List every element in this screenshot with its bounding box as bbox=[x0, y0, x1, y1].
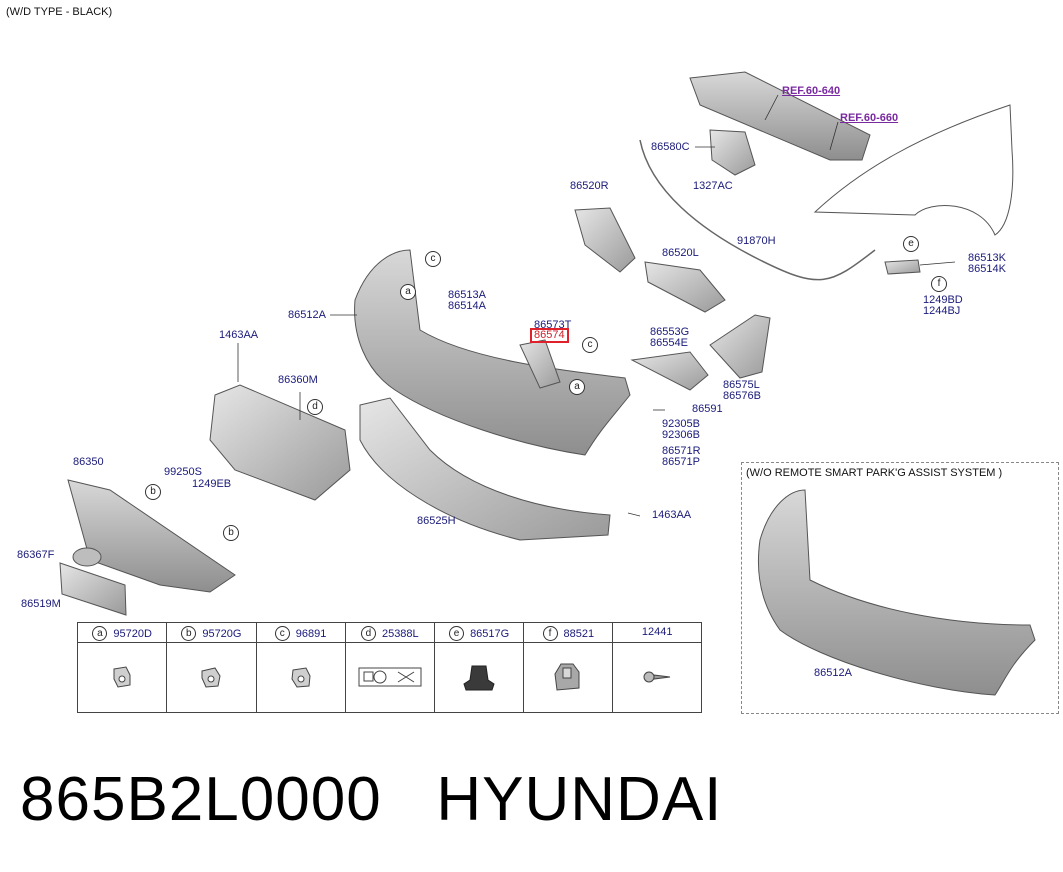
part-label-86512a[interactable]: 86512A bbox=[288, 309, 326, 321]
part-label-92305b[interactable]: 92305B bbox=[662, 418, 700, 430]
part-label-91870h[interactable]: 91870H bbox=[737, 235, 776, 247]
clip-icon bbox=[167, 643, 255, 711]
callout-d: d bbox=[307, 399, 323, 415]
label-sticker-icon bbox=[346, 643, 434, 711]
clip-icon bbox=[78, 643, 166, 711]
alternate-variant-box bbox=[741, 462, 1059, 714]
part-label-92306b[interactable]: 92306B bbox=[662, 429, 700, 441]
part-label-86554e[interactable]: 86554E bbox=[650, 337, 688, 349]
wiring-harness bbox=[639, 139, 876, 281]
callout-c-2: c bbox=[582, 337, 598, 353]
bumper-cover bbox=[354, 249, 631, 456]
part-label-86360m[interactable]: 86360M bbox=[278, 374, 318, 386]
license-bracket bbox=[59, 562, 127, 616]
callout-a-1: a bbox=[400, 284, 416, 300]
callout-c-1: c bbox=[425, 251, 441, 267]
part-label-1249bd[interactable]: 1249BD bbox=[923, 294, 963, 306]
part-label-99250s[interactable]: 99250S bbox=[164, 466, 202, 478]
alt-bumper-cover bbox=[757, 489, 1036, 696]
callout-e: e bbox=[903, 236, 919, 252]
part-label-86571r[interactable]: 86571R bbox=[662, 445, 701, 457]
part-label-86576b[interactable]: 86576B bbox=[723, 390, 761, 402]
cover-86575l bbox=[709, 314, 771, 379]
part-number: 865B2L0000 bbox=[20, 765, 382, 834]
part-label-86525h[interactable]: 86525H bbox=[417, 515, 456, 527]
clip-icon bbox=[257, 643, 345, 711]
molding-86553g bbox=[630, 351, 709, 391]
part-label-1249eb[interactable]: 1249EB bbox=[192, 478, 232, 490]
ref-link-60-640[interactable]: REF.60-640 bbox=[782, 85, 841, 97]
alternate-variant-title: (W/O REMOTE SMART PARK'G ASSIST SYSTEM ) bbox=[746, 467, 1003, 479]
retainer-icon bbox=[435, 643, 523, 711]
bracket-clip-icon bbox=[524, 643, 612, 711]
part-label-86513a[interactable]: 86513A bbox=[448, 289, 486, 301]
bracket-86580c bbox=[709, 129, 756, 176]
emblem bbox=[72, 547, 102, 567]
grille-frame bbox=[209, 384, 351, 501]
callout-b-2: b bbox=[223, 525, 239, 541]
absorber-86520r bbox=[574, 207, 636, 273]
absorber-86520l bbox=[644, 261, 726, 313]
brand-name: HYUNDAI bbox=[436, 765, 723, 834]
part-label-86519m[interactable]: 86519M bbox=[21, 598, 61, 610]
back-beam bbox=[689, 71, 871, 161]
screw-icon bbox=[613, 643, 701, 711]
part-label-86514k[interactable]: 86514K bbox=[968, 263, 1006, 275]
product-caption: 865B2L0000 HYUNDAI bbox=[20, 764, 722, 835]
ref-link-60-660[interactable]: REF.60-660 bbox=[840, 112, 899, 124]
bracket-86513k bbox=[884, 259, 921, 275]
diagram-header: (W/D TYPE - BLACK) bbox=[6, 6, 113, 18]
part-label-1327ac[interactable]: 1327AC bbox=[693, 180, 733, 192]
fender bbox=[813, 104, 1014, 236]
part-label-86514a[interactable]: 86514A bbox=[448, 300, 486, 312]
callout-f: f bbox=[931, 276, 947, 292]
part-label-86350[interactable]: 86350 bbox=[73, 456, 104, 468]
part-label-86571p[interactable]: 86571P bbox=[662, 456, 700, 468]
legend-cell-12441[interactable]: 12441 bbox=[612, 622, 702, 643]
part-label-86512a-alt[interactable]: 86512A bbox=[814, 667, 852, 679]
callout-b-1: b bbox=[145, 484, 161, 500]
lower-lip bbox=[359, 397, 611, 541]
part-label-86520l[interactable]: 86520L bbox=[662, 247, 699, 259]
part-label-1244bj[interactable]: 1244BJ bbox=[923, 305, 961, 317]
part-label-86574-highlighted[interactable]: 86574 bbox=[530, 328, 569, 343]
part-label-86591[interactable]: 86591 bbox=[692, 403, 723, 415]
part-label-86580c[interactable]: 86580C bbox=[651, 141, 690, 153]
callout-a-2: a bbox=[569, 379, 585, 395]
part-label-86520r[interactable]: 86520R bbox=[570, 180, 609, 192]
part-label-1463aa-top[interactable]: 1463AA bbox=[219, 329, 259, 341]
leader-lines bbox=[237, 94, 956, 517]
part-label-86573t[interactable]: 86573T bbox=[534, 319, 572, 331]
part-label-86367f[interactable]: 86367F bbox=[17, 549, 55, 561]
part-label-86513k[interactable]: 86513K bbox=[968, 252, 1006, 264]
part-label-86553g[interactable]: 86553G bbox=[650, 326, 690, 338]
part-label-1463aa-bottom[interactable]: 1463AA bbox=[652, 509, 692, 521]
part-label-86575l[interactable]: 86575L bbox=[723, 379, 760, 391]
